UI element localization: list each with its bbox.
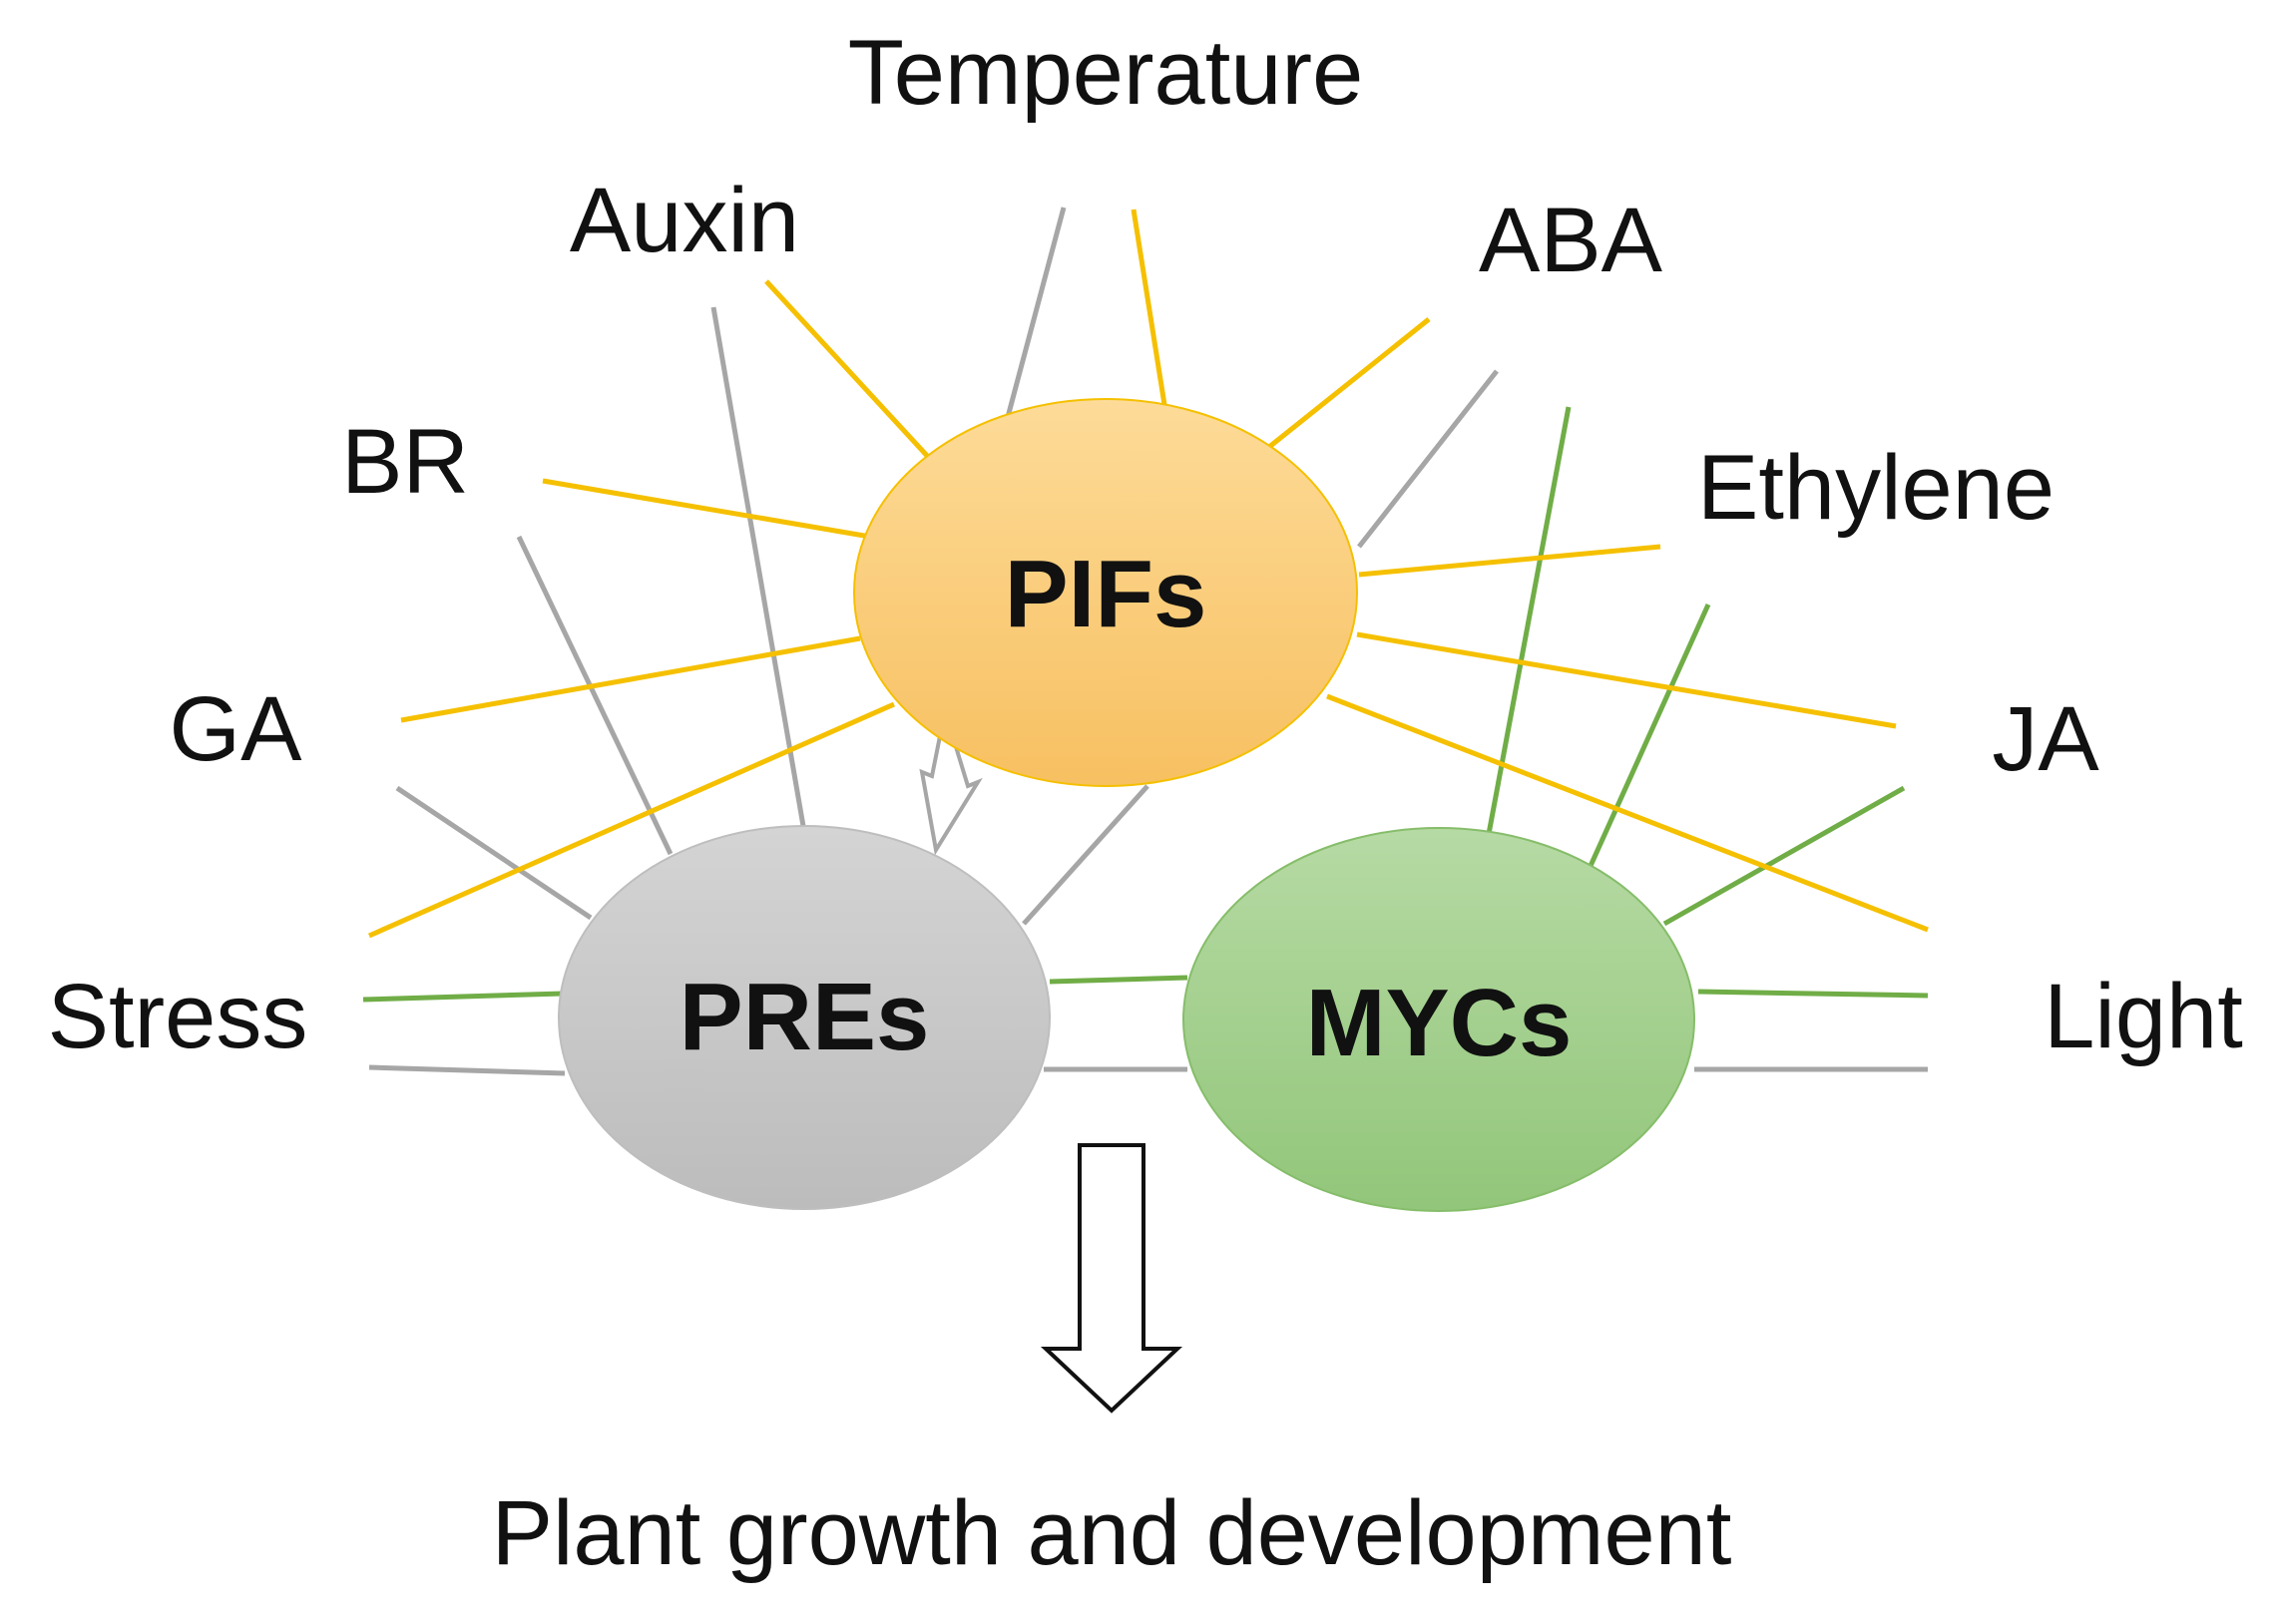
label-temperature: Temperature — [848, 22, 1363, 124]
node-mycs-label: MYCs — [1306, 970, 1573, 1076]
pifs-line-light — [1326, 693, 1929, 933]
pres-line-br — [516, 535, 674, 856]
mycs-line-ethylene — [1588, 603, 1711, 868]
node-pifs: PIFs — [853, 398, 1358, 787]
pres-line-stress — [368, 1064, 566, 1076]
outcome-arrow — [1040, 1143, 1183, 1414]
label-ja: JA — [1992, 688, 2099, 790]
node-pres: PREs — [558, 825, 1051, 1210]
label-stress: Stress — [48, 966, 308, 1067]
mycs-line-aba — [1486, 406, 1572, 835]
pifs-line-br — [542, 478, 871, 540]
mycs-line-light — [1697, 989, 1929, 999]
mycs-line-pres — [1049, 975, 1188, 985]
pres-line-temperature — [1005, 206, 1067, 418]
pifs-line-stress — [367, 701, 896, 939]
node-mycs: MYCs — [1182, 827, 1695, 1212]
pifs-line-ja — [1356, 631, 1897, 729]
label-ga: GA — [170, 678, 303, 780]
mycs-line-ja — [1662, 785, 1906, 927]
pres-line-auxin — [710, 306, 806, 827]
pifs-line-aba — [1267, 317, 1431, 449]
pres-lines — [368, 206, 1928, 1076]
node-pifs-label: PIFs — [1005, 541, 1207, 647]
label-ethylene: Ethylene — [1697, 437, 2055, 539]
label-br: BR — [341, 411, 469, 513]
pifs-line-ga — [400, 635, 861, 723]
mycs-line-stress — [362, 991, 564, 1003]
pres-line-aba-lower — [1022, 784, 1149, 926]
pres-line-ga — [395, 785, 593, 921]
pifs-line-auxin — [764, 279, 932, 461]
pifs-line-ethylene — [1358, 544, 1661, 578]
label-aba: ABA — [1479, 190, 1663, 291]
pifs-lines — [367, 208, 1929, 939]
label-light: Light — [2044, 966, 2243, 1067]
label-auxin: Auxin — [570, 170, 799, 271]
pres-line-aba — [1357, 369, 1499, 549]
pifs-line-temperature — [1131, 208, 1168, 412]
outcome-label: Plant growth and development — [492, 1482, 1732, 1584]
node-pres-label: PREs — [680, 964, 930, 1070]
